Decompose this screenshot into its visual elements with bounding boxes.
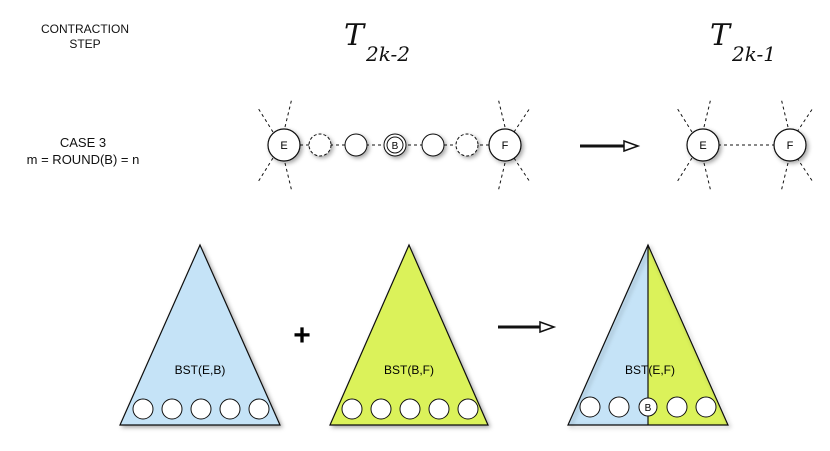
triangle-bst-ef-leaves — [579, 396, 717, 418]
contraction-arrow-top — [580, 139, 641, 153]
leaf-node — [666, 396, 688, 418]
leaf-node — [579, 396, 601, 418]
node-e-label: E — [280, 140, 287, 152]
leaf-node — [248, 398, 270, 420]
contraction-step-line1: CONTRACTION — [41, 22, 129, 36]
node-f-after — [773, 128, 807, 162]
node-e-spokes — [257, 97, 293, 193]
node-f — [488, 128, 522, 162]
tree-left-title-sub: 2k-2 — [366, 42, 410, 66]
triangle-bst-ef: BST(E,F) B — [567, 243, 729, 426]
triangle-bst-ef-label: BST(E,F) — [625, 363, 675, 377]
contraction-step-line2: STEP — [69, 37, 101, 51]
node-e-after-label: E — [699, 140, 706, 152]
node-b-label: B — [392, 141, 399, 152]
leaf-node — [608, 396, 630, 418]
leaf-node — [341, 398, 363, 420]
node-b-inner — [386, 136, 404, 154]
tree-left-title-main: T — [344, 18, 365, 53]
tree-left-title: T2k-2 — [344, 18, 410, 66]
triangle-bst-eb: BST(E,B) — [119, 243, 281, 426]
chain-before: E B F — [257, 97, 531, 193]
leaf-node — [370, 398, 392, 420]
leaf-node — [219, 398, 241, 420]
chain-node — [344, 133, 368, 157]
chain-after: E F — [676, 97, 814, 193]
triangle-bst-bf-label: BST(B,F) — [384, 363, 434, 377]
leaf-node — [457, 398, 479, 420]
triangle-bst-eb-leaves — [132, 398, 270, 420]
tree-right-title: T2k-1 — [710, 18, 776, 66]
node-e-after-spokes — [676, 97, 712, 193]
leaf-node — [132, 398, 154, 420]
triangle-green — [329, 243, 489, 426]
triangle-bst-bf-leaves — [341, 398, 479, 420]
contraction-step-label: CONTRACTION STEP — [30, 22, 140, 52]
tree-right-title-main: T — [710, 18, 731, 53]
leaf-node — [428, 398, 450, 420]
node-e — [267, 128, 301, 162]
node-f-after-spokes — [780, 97, 814, 193]
chain-node — [421, 133, 445, 157]
case-line1: CASE 3 — [59, 135, 107, 150]
leaf-node — [190, 398, 212, 420]
triangle-blue — [119, 243, 281, 426]
case-line2: m = ROUND(B) = n — [26, 152, 140, 167]
dashed-node — [455, 133, 479, 157]
triangle-bst-eb-label: BST(E,B) — [175, 363, 226, 377]
merge-arrow-bottom — [498, 320, 557, 334]
triangle-bst-bf: BST(B,F) — [329, 243, 489, 426]
node-f-label: F — [502, 140, 509, 152]
node-f-spokes — [497, 97, 531, 193]
leaf-node-b — [638, 397, 658, 417]
leaf-node-b-label: B — [645, 403, 652, 414]
dashed-node — [308, 133, 332, 157]
leaf-node — [695, 396, 717, 418]
leaf-node — [161, 398, 183, 420]
node-f-after-label: F — [787, 140, 794, 152]
leaf-node — [399, 398, 421, 420]
case-label: CASE 3 m = ROUND(B) = n — [8, 134, 158, 168]
plus-sign: + — [293, 319, 311, 352]
node-e-after — [686, 128, 720, 162]
tree-right-title-sub: 2k-1 — [732, 42, 776, 66]
